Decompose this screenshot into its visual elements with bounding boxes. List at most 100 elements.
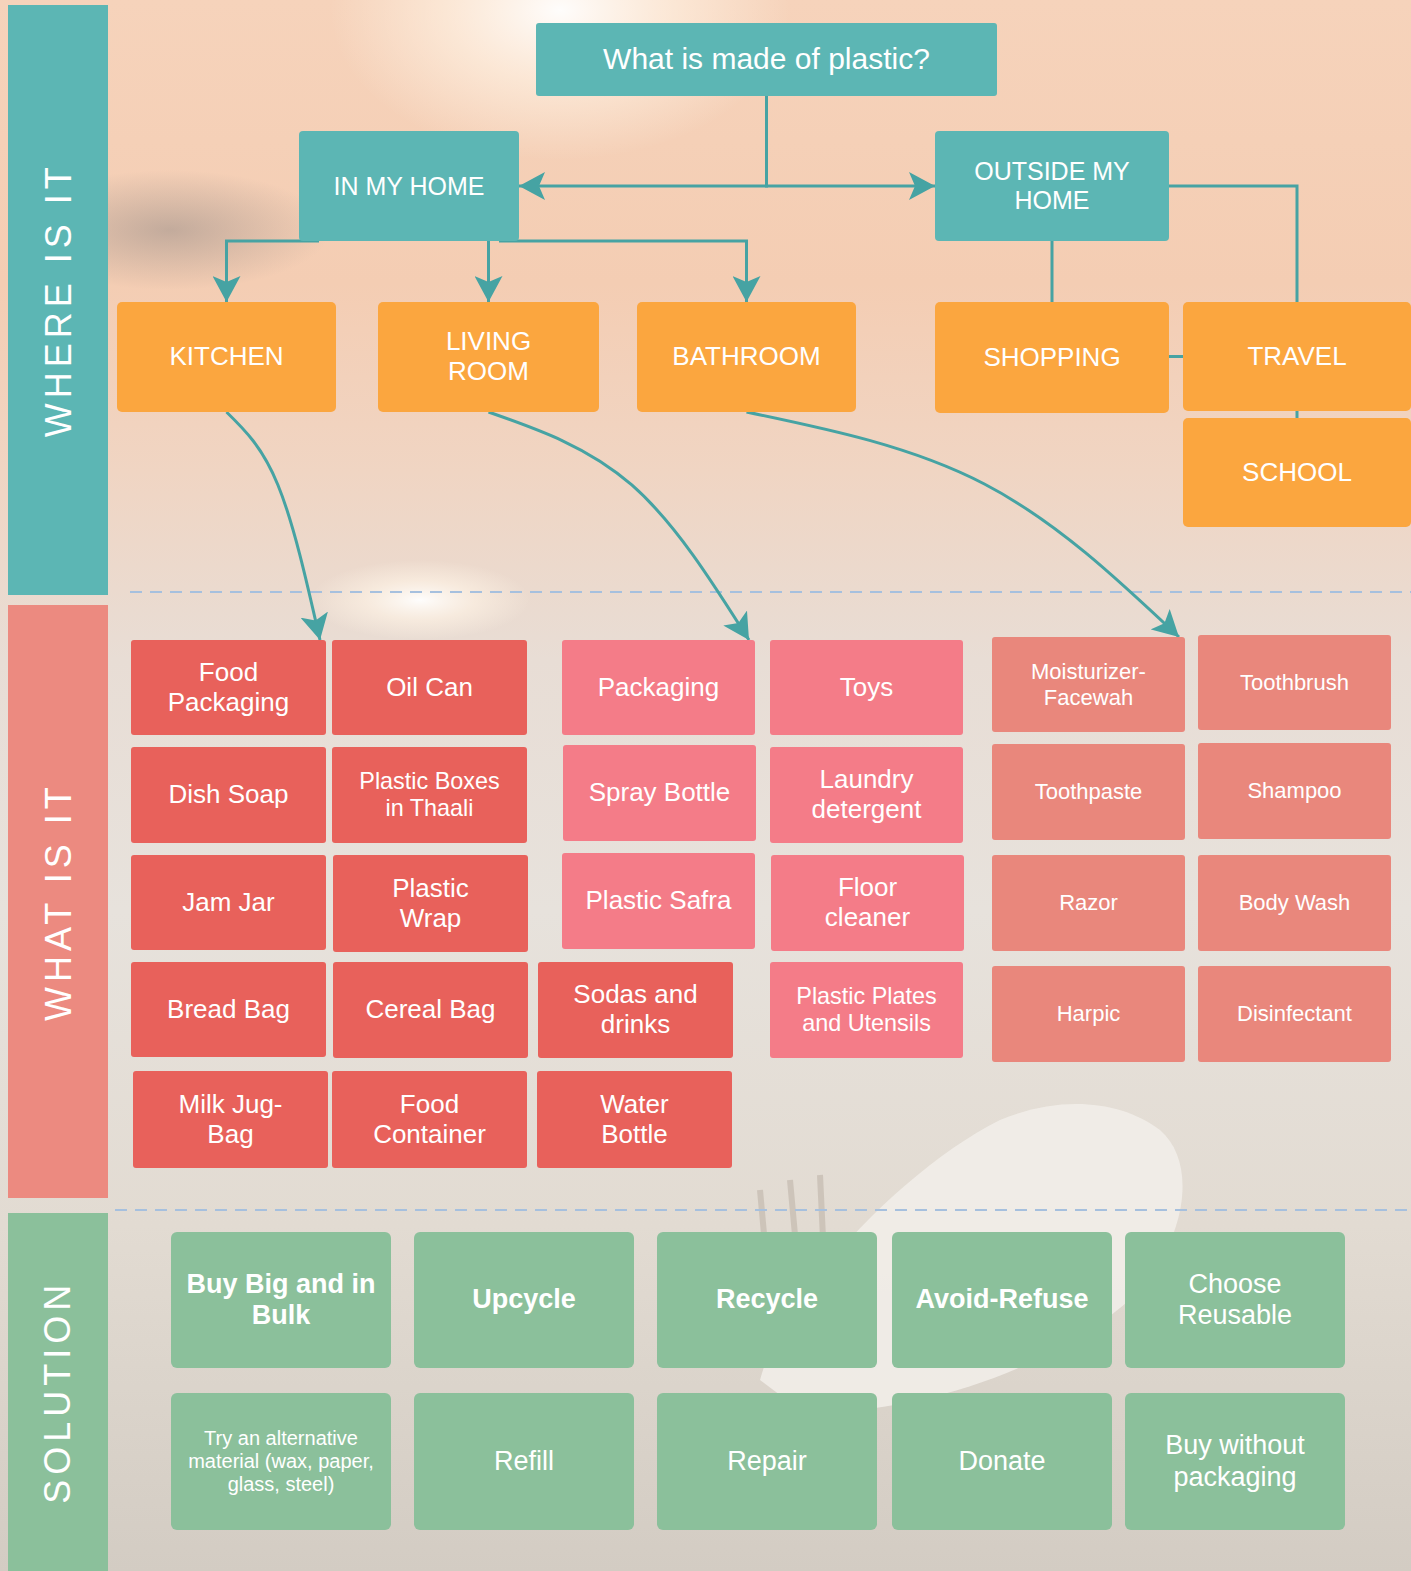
node-text: Upcycle (472, 1284, 576, 1315)
node-text: Refill (494, 1446, 554, 1477)
location-box: OUTSIDE MY HOME (935, 131, 1169, 241)
node-text: Plastic Wrap (371, 874, 491, 934)
node-text: Oil Can (386, 673, 473, 703)
node-text: OUTSIDE MY HOME (952, 157, 1152, 215)
dashed-divider (130, 591, 1411, 593)
item-box: Plastic Wrap (333, 855, 528, 952)
room-box: KITCHEN (117, 302, 336, 412)
solution-box: Donate (892, 1393, 1112, 1530)
node-text: Laundry detergent (787, 765, 947, 825)
node-text: Shampoo (1247, 778, 1341, 803)
band-label: WHERE IS IT (37, 162, 78, 437)
solution-box: Repair (657, 1393, 877, 1530)
room-box: LIVING ROOM (378, 302, 599, 412)
item-box: Harpic (992, 966, 1185, 1062)
item-box: Water Bottle (537, 1071, 732, 1168)
item-box: Sodas and drinks (538, 962, 733, 1058)
solution-box: Upcycle (414, 1232, 634, 1368)
item-box: Food Packaging (131, 640, 326, 735)
item-box: Oil Can (332, 640, 527, 735)
node-text: Sodas and drinks (556, 980, 716, 1040)
section-band: WHAT IS IT (8, 605, 108, 1198)
node-text: Plastic Plates and Utensils (792, 983, 942, 1037)
solution-box: Recycle (657, 1232, 877, 1368)
node-text: Cereal Bag (365, 995, 495, 1025)
connector (489, 412, 750, 640)
title-box: What is made of plastic? (536, 23, 997, 96)
item-box: Milk Jug- Bag (133, 1071, 328, 1168)
item-box: Disinfectant (1198, 966, 1391, 1062)
connector (487, 241, 490, 302)
node-text: Try an alternative material (wax, paper,… (186, 1427, 376, 1496)
item-box: Cereal Bag (333, 962, 528, 1058)
connector (1296, 411, 1299, 418)
node-text: TRAVEL (1247, 342, 1346, 372)
item-box: Toothpaste (992, 744, 1185, 840)
sun-reflection (310, 560, 530, 640)
connector (747, 412, 1180, 637)
solution-box: Buy Big and in Bulk (171, 1232, 391, 1368)
node-text: Toothpaste (1035, 779, 1143, 804)
room-box: SCHOOL (1183, 418, 1411, 527)
node-text: Dish Soap (169, 780, 289, 810)
node-text: Body Wash (1239, 890, 1351, 915)
item-box: Jam Jar (131, 855, 326, 950)
section-band: SOLUTION (8, 1213, 108, 1571)
section-band: WHERE IS IT (8, 5, 108, 595)
node-text: Toothbrush (1240, 670, 1349, 695)
node-text: Buy without packaging (1150, 1430, 1320, 1492)
room-box: SHOPPING (935, 302, 1169, 413)
node-text: IN MY HOME (334, 172, 485, 201)
node-text: Disinfectant (1237, 1001, 1352, 1026)
solution-box: Avoid-Refuse (892, 1232, 1112, 1368)
item-box: Dish Soap (131, 747, 326, 843)
node-text: Packaging (598, 673, 719, 703)
connector (519, 96, 767, 186)
node-text: SHOPPING (983, 343, 1120, 373)
item-box: Floor cleaner (771, 855, 964, 951)
item-box: Food Container (332, 1071, 527, 1168)
node-text: Toys (840, 673, 893, 703)
node-text: Moisturizer- Facewah (1009, 659, 1169, 710)
solution-box: Try an alternative material (wax, paper,… (171, 1393, 391, 1530)
node-text: Floor cleaner (808, 873, 928, 933)
node-text: Plastic Safra (586, 886, 732, 916)
item-box: Toothbrush (1198, 635, 1391, 730)
node-text: Jam Jar (182, 888, 274, 918)
node-text: Repair (727, 1446, 807, 1477)
node-text: Choose Reusable (1150, 1269, 1320, 1331)
room-box: TRAVEL (1183, 302, 1411, 411)
node-text: Razor (1059, 890, 1118, 915)
node-text: Milk Jug- Bag (166, 1090, 296, 1150)
node-text: SCHOOL (1242, 458, 1352, 488)
item-box: Razor (992, 855, 1185, 951)
connector (227, 241, 320, 302)
node-text: Spray Bottle (589, 778, 731, 808)
node-text: Buy Big and in Bulk (179, 1269, 383, 1331)
node-text: BATHROOM (672, 342, 820, 372)
item-box: Plastic Plates and Utensils (770, 962, 963, 1058)
item-box: Plastic Safra (562, 853, 755, 949)
item-box: Packaging (562, 640, 755, 735)
item-box: Shampoo (1198, 743, 1391, 839)
location-box: IN MY HOME (299, 131, 519, 241)
dashed-divider (115, 1209, 1411, 1211)
solution-box: Refill (414, 1393, 634, 1530)
node-text: Plastic Boxes in Thaali (355, 768, 505, 822)
node-text: Food Packaging (149, 658, 309, 718)
node-text: LIVING ROOM (414, 327, 564, 387)
solution-box: Buy without packaging (1125, 1393, 1345, 1530)
node-text: What is made of plastic? (603, 42, 930, 77)
item-box: Moisturizer- Facewah (992, 637, 1185, 732)
node-text: Water Bottle (575, 1090, 695, 1150)
connector (1169, 355, 1183, 358)
item-box: Laundry detergent (770, 747, 963, 843)
connector (1169, 186, 1297, 302)
band-label: WHAT IS IT (37, 782, 78, 1021)
connector (227, 412, 321, 640)
connector (499, 241, 747, 302)
band-label: SOLUTION (37, 1280, 78, 1504)
node-text: KITCHEN (169, 342, 283, 372)
item-box: Spray Bottle (563, 745, 756, 841)
